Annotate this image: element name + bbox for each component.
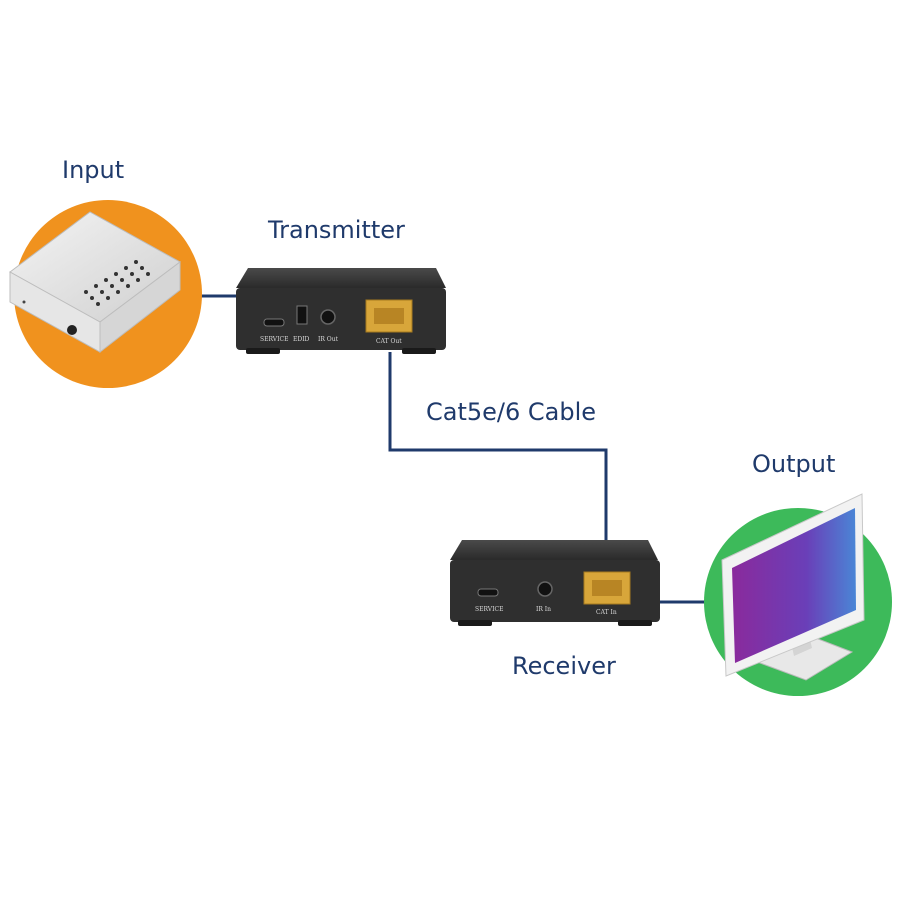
cable-label: Cat5e/6 Cable bbox=[426, 398, 597, 426]
transmitter-ir-jack bbox=[320, 309, 336, 325]
transmitter-top bbox=[236, 268, 446, 288]
input-small-dot bbox=[22, 300, 26, 304]
receiver-foot-left bbox=[458, 620, 492, 626]
receiver-service-port bbox=[477, 588, 499, 597]
input-source-device bbox=[9, 200, 202, 388]
receiver-label: Receiver bbox=[512, 652, 616, 680]
monitor-screen bbox=[732, 508, 856, 663]
transmitter-service-port bbox=[263, 318, 285, 327]
transmitter-ir-label: IR Out bbox=[318, 336, 339, 343]
receiver-top bbox=[450, 540, 658, 560]
cat-cable-line bbox=[388, 352, 608, 542]
transmitter-service-label: SERVICE bbox=[260, 336, 288, 343]
transmitter-foot-right bbox=[402, 348, 436, 354]
receiver-ir-jack bbox=[537, 581, 553, 597]
transmitter-edid-switch bbox=[296, 305, 308, 325]
transmitter-device: SERVICE EDID IR Out CAT Out bbox=[236, 268, 446, 354]
input-led-dot bbox=[67, 325, 77, 335]
transmitter-label: Transmitter bbox=[268, 216, 405, 244]
receiver-device: SERVICE IR In CAT In bbox=[450, 540, 660, 626]
transmitter-cat-label: CAT Out bbox=[376, 338, 402, 345]
input-label: Input bbox=[62, 156, 125, 184]
output-display-device bbox=[704, 493, 892, 696]
receiver-service-label: SERVICE bbox=[475, 606, 503, 613]
output-label: Output bbox=[752, 450, 836, 478]
transmitter-foot-left bbox=[246, 348, 280, 354]
transmitter-edid-label: EDID bbox=[293, 336, 310, 343]
receiver-foot-right bbox=[618, 620, 652, 626]
receiver-ir-label: IR In bbox=[536, 606, 551, 613]
input-box-side bbox=[99, 261, 181, 354]
receiver-cat-label: CAT In bbox=[596, 609, 617, 616]
input-vent-grid bbox=[84, 260, 150, 306]
